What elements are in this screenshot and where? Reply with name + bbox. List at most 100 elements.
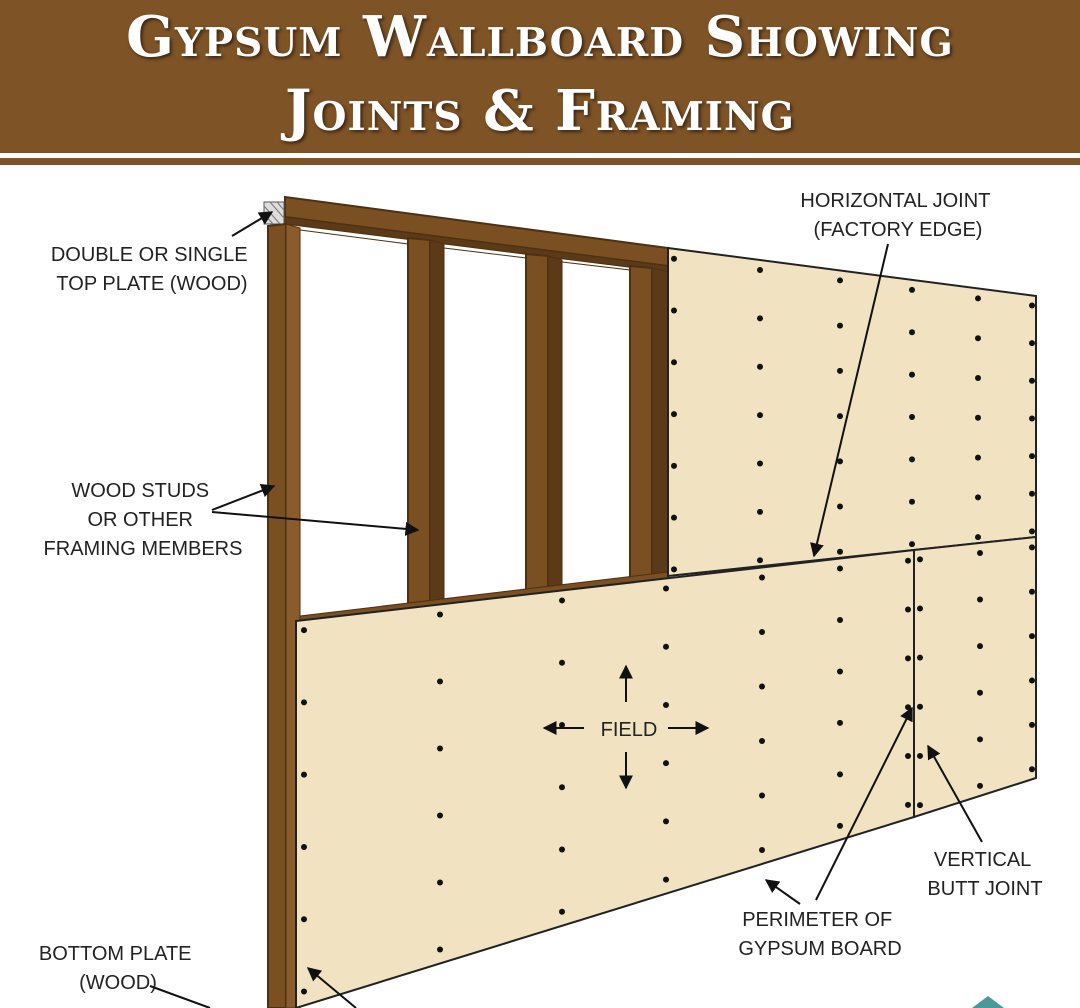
fastener-dot: [1029, 340, 1035, 347]
bottom-plate-label: BOTTOM PLATE (WOOD): [39, 943, 197, 994]
fastener-dot: [975, 375, 981, 382]
fastener-dot: [759, 737, 765, 744]
fastener-dot: [977, 782, 983, 789]
fastener-dot: [671, 411, 677, 418]
fastener-dot: [1029, 677, 1035, 684]
horizontal-joint-arrow: [810, 243, 889, 558]
fastener-dot: [671, 462, 677, 469]
title-banner: Gypsum Wallboard Showing Joints & Framin…: [0, 0, 1080, 153]
title-line-1: Gypsum Wallboard Showing: [126, 4, 954, 70]
fastener-dot: [663, 701, 669, 708]
fastener-dot: [909, 286, 915, 293]
fastener-dot: [905, 557, 911, 564]
top-plate-label: DOUBLE OR SINGLE TOP PLATE (WOOD): [51, 244, 253, 295]
fastener-dot: [1029, 766, 1035, 773]
fastener-dot: [1029, 633, 1035, 640]
end-stud: [267, 222, 287, 1008]
fastener-dot: [559, 846, 565, 853]
fastener-dot: [909, 541, 915, 548]
fastener-dot: [757, 412, 763, 419]
fastener-dot: [977, 643, 983, 650]
fastener-dot: [759, 846, 765, 853]
fastener-dot: [917, 605, 923, 612]
fastener-dot: [671, 566, 677, 573]
perimeter-arrow-left: [764, 879, 801, 905]
fastener-dot: [671, 514, 677, 521]
fastener-dot: [757, 267, 763, 273]
wall-diagram: DOUBLE OR SINGLE TOP PLATE (WOOD) WOOD S…: [39, 190, 1043, 1008]
fastener-dot: [977, 736, 983, 743]
banner-rule: [0, 158, 1080, 165]
fastener-dot: [1029, 588, 1035, 595]
fastener-dot: [759, 574, 765, 581]
fastener-dot: [437, 946, 443, 953]
fastener-dot: [909, 329, 915, 336]
field-label: FIELD: [601, 719, 658, 741]
fastener-dot: [909, 456, 915, 463]
fastener-dot: [301, 843, 307, 850]
fastener-dot: [757, 363, 763, 370]
fastener-dot: [917, 802, 923, 809]
perimeter-arrow-up: [815, 706, 913, 901]
fastener-dot: [1029, 721, 1035, 728]
fastener-dot: [975, 414, 981, 421]
fastener-dot: [837, 822, 843, 829]
fastener-dot: [671, 255, 677, 262]
gypsum-board-lower-right: [913, 535, 1037, 819]
fastener-dot: [759, 628, 765, 635]
fastener-dot: [977, 689, 983, 696]
fastener-dot: [757, 460, 763, 467]
fastener-dot: [301, 916, 307, 923]
fastener-dot: [975, 335, 981, 342]
stud-arrow-right: [211, 511, 420, 536]
fastener-dot: [975, 295, 981, 302]
fastener-dot: [837, 503, 843, 510]
fastener-dot: [663, 876, 669, 883]
fastener-dot: [975, 494, 981, 501]
fastener-dot: [757, 315, 763, 322]
fastener-dot: [909, 371, 915, 378]
bottom-plate-leader: [149, 985, 211, 1008]
fastener-dot: [663, 760, 669, 767]
fastener-dot: [905, 606, 911, 613]
fastener-dot: [559, 908, 565, 915]
fastener-dot: [559, 784, 565, 791]
fastener-dot: [757, 508, 763, 515]
fastener-dot: [837, 616, 843, 623]
stud-1: [407, 236, 445, 607]
fastener-dot: [905, 704, 911, 711]
fastener-dot: [559, 659, 565, 666]
fastener-dot: [837, 668, 843, 675]
horizontal-joint-label: HORIZONTAL JOINT (FACTORY EDGE): [800, 190, 995, 241]
fastener-dot: [437, 879, 443, 886]
fastener-dot: [671, 307, 677, 314]
fastener-dot: [977, 549, 983, 556]
fastener-dot: [1029, 415, 1035, 422]
fastener-dot: [975, 454, 981, 461]
fastener-dot: [757, 557, 763, 564]
fastener-dot: [837, 458, 843, 465]
fastener-dot: [837, 565, 843, 572]
fastener-dot: [559, 721, 565, 728]
perimeter-label: PERIMETER OF GYPSUM BOARD: [738, 909, 901, 960]
fastener-dot: [977, 596, 983, 603]
fastener-dot: [663, 643, 669, 650]
fastener-dot: [301, 699, 307, 706]
fastener-dot: [437, 812, 443, 819]
fastener-dot: [1029, 377, 1035, 384]
corner-mark: [972, 996, 1004, 1008]
fastener-dot: [301, 771, 307, 778]
title-line-2: Joints & Framing: [285, 78, 795, 144]
fastener-dot: [909, 413, 915, 420]
fastener-dot: [1029, 528, 1035, 535]
studs-label: WOOD STUDS OR OTHER FRAMING MEMBERS: [44, 480, 243, 560]
fastener-dot: [837, 322, 843, 329]
fastener-dot: [301, 988, 307, 995]
fastener-dot: [663, 818, 669, 825]
bottom-plate-arrow: [306, 967, 357, 1008]
fastener-dot: [301, 627, 307, 634]
fastener-dot: [759, 792, 765, 799]
fastener-dot: [1029, 302, 1035, 309]
fastener-dot: [671, 359, 677, 366]
fastener-dots: [301, 255, 1035, 995]
